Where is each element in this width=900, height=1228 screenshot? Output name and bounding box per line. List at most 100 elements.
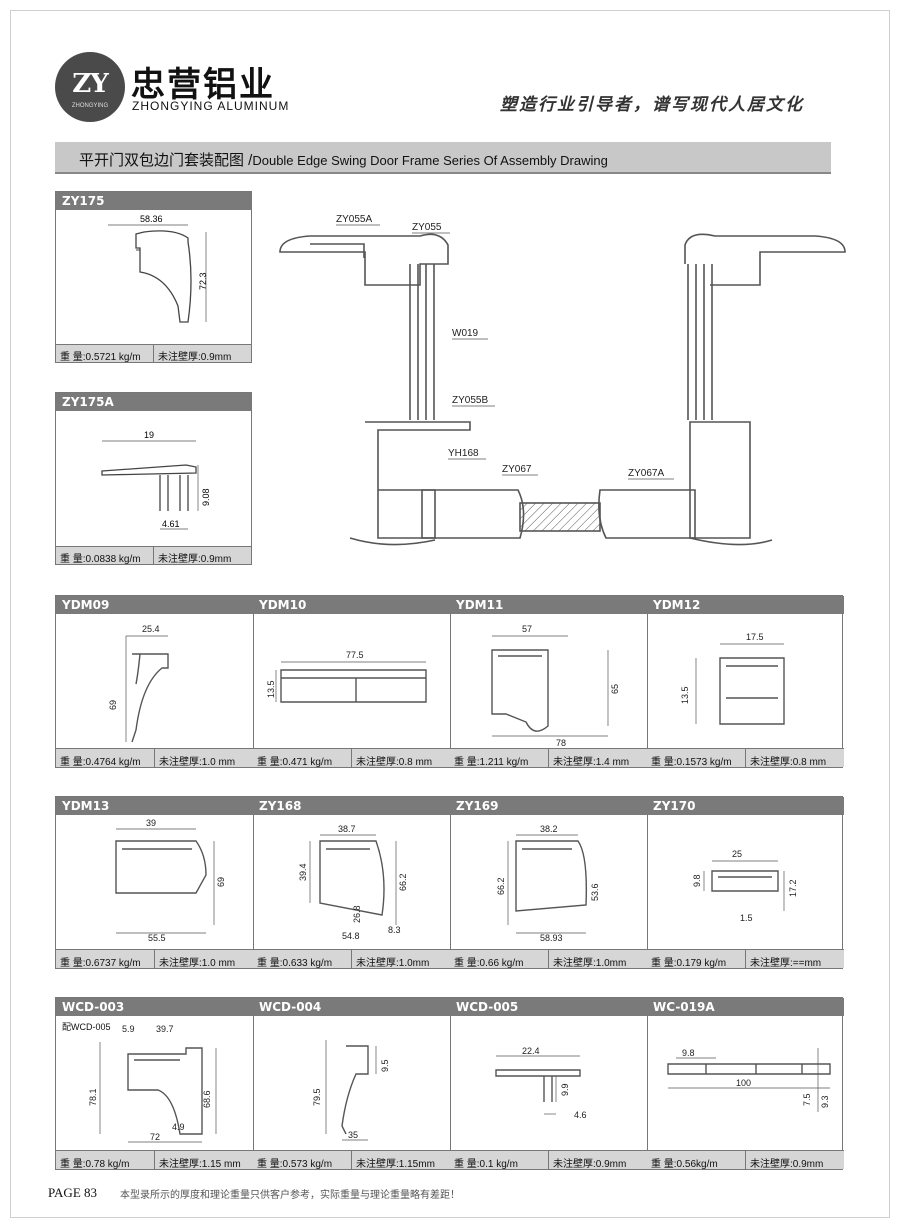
- dim-label: 4.6: [574, 1110, 587, 1120]
- dim-label: 4.61: [162, 519, 180, 529]
- page-title-bar: 平开门双包边门套装配图 /Double Edge Swing Door Fram…: [55, 142, 831, 174]
- dim-label: 13.5: [266, 680, 276, 698]
- dim-label: 54.8: [342, 931, 360, 941]
- dim-label: 17.2: [788, 879, 798, 897]
- dim-label: 39: [146, 818, 156, 828]
- assembly-label: YH168: [448, 448, 479, 459]
- assembly-label: ZY067: [502, 464, 532, 475]
- profile-code: YDM09: [56, 596, 253, 614]
- dim-label: 78: [556, 738, 566, 748]
- dim-label: 77.5: [346, 650, 364, 660]
- dim-label: 9.9: [560, 1083, 570, 1096]
- spec-footer: 重 量:0.5721 kg/m 未注壁厚:0.9mm: [56, 344, 251, 363]
- brand-name-en: ZHONGYING ALUMINUM: [132, 99, 290, 113]
- weight-spec: 重 量:0.66 kg/m: [454, 958, 524, 969]
- dim-label: 69: [216, 877, 226, 887]
- profile-drawing: 58.36 72.3: [108, 214, 208, 323]
- slogan: 塑造行业引导者，谱写现代人居文化: [500, 95, 804, 115]
- dim-label: 55.5: [148, 933, 166, 943]
- profile-code: ZY170: [647, 797, 844, 815]
- dim-label: 17.5: [746, 632, 764, 642]
- dim-label: 35: [348, 1130, 358, 1140]
- spec-footer: 重 量:0.0838 kg/m 未注壁厚:0.9mm: [56, 546, 251, 565]
- dim-label: 38.7: [338, 824, 356, 834]
- dim-label: 66.2: [398, 873, 408, 891]
- dim-label: 25: [732, 849, 742, 859]
- profile-code: YDM11: [450, 596, 647, 614]
- page-title-en: Double Edge Swing Door Frame Series Of A…: [252, 153, 608, 168]
- dim-label: 9.8: [692, 874, 702, 887]
- dim-label: 25.4: [142, 624, 160, 634]
- page-title: 平开门双包边门套装配图 /Double Edge Swing Door Fram…: [79, 149, 608, 170]
- dim-label: 13.5: [680, 686, 690, 704]
- profile-drawings: 25.4 69 77.5 13.5 57 65 78 17.5 13.5: [108, 624, 785, 748]
- dim-label: 57: [522, 624, 532, 634]
- page-number: PAGE 83: [48, 1185, 98, 1200]
- dim-label: 65: [610, 684, 620, 694]
- profile-card-zy175: ZY175 58.36 72.3 重 量:0.5721 kg/m 未注壁厚:0.…: [55, 191, 252, 363]
- thickness-spec: 未注壁厚:1.15 mm: [154, 1151, 253, 1170]
- thickness-spec: 未注壁厚:1.4 mm: [548, 749, 647, 768]
- profile-row-3: WCD-003 WCD-004 WCD-005 WC-019A 5.9 39.7…: [55, 997, 844, 1170]
- weight-spec: 重 量:0.4764 kg/m: [60, 757, 141, 768]
- assembly-label: ZY055B: [452, 395, 488, 406]
- dim-label: 69: [108, 700, 118, 710]
- logo-mark: ZY: [72, 69, 109, 99]
- cell-divider: [647, 998, 648, 1169]
- profile-code: WC-019A: [647, 998, 844, 1016]
- assembly-label: ZY055A: [336, 214, 372, 225]
- cell-divider: [647, 596, 648, 767]
- weight-spec: 重 量:0.633 kg/m: [257, 958, 333, 969]
- spec-footer: 重 量:1.211 kg/m 未注壁厚:1.4 mm: [450, 748, 647, 768]
- assembly-label: W019: [452, 328, 479, 339]
- cell-divider: [450, 797, 451, 968]
- cell-divider: [647, 797, 648, 968]
- profile-row-1: YDM09 YDM10 YDM11 YDM12 25.4 69 77.5 13.…: [55, 595, 844, 768]
- dim-label: 79.5: [312, 1088, 322, 1106]
- cell-divider: [253, 797, 254, 968]
- cell-divider: [253, 596, 254, 767]
- dim-label: 39.7: [156, 1024, 174, 1034]
- thickness-spec: 未注壁厚:0.9mm: [153, 547, 251, 565]
- profile-drawings: 5.9 39.7 78.1 68.6 4.9 72 79.5 9.5 35 22…: [88, 1024, 831, 1143]
- brand-logo: ZY ZHONGYING: [55, 52, 125, 122]
- mating-note: 配WCD-005: [62, 1022, 111, 1032]
- weight-spec: 重 量:1.211 kg/m: [454, 757, 529, 768]
- weight-spec: 重 量:0.1573 kg/m: [651, 757, 732, 768]
- spec-footer: 重 量:0.4764 kg/m 未注壁厚:1.0 mm: [56, 748, 253, 768]
- dim-label: 26.8: [352, 905, 362, 923]
- profile-code: YDM10: [253, 596, 450, 614]
- thickness-spec: 未注壁厚:1.0 mm: [154, 749, 253, 768]
- dim-label: 58.36: [140, 214, 163, 224]
- weight-spec: 重 量:0.6737 kg/m: [60, 958, 141, 969]
- dim-label: 7.5: [802, 1093, 812, 1106]
- dim-label: 66.2: [496, 877, 506, 895]
- dim-label: 9.5: [380, 1059, 390, 1072]
- profile-drawings: 39 69 55.5 38.7 39.4 66.2 26.8 54.8 8.3 …: [115, 818, 798, 943]
- thickness-spec: 未注壁厚:0.8 mm: [351, 749, 450, 768]
- dim-label: 9.8: [682, 1048, 695, 1058]
- dim-label: 39.4: [298, 863, 308, 881]
- profile-code: WCD-005: [450, 998, 647, 1016]
- thickness-spec: 未注壁厚:0.8 mm: [745, 749, 844, 768]
- dim-label: 38.2: [540, 824, 558, 834]
- profile-code: WCD-004: [253, 998, 450, 1016]
- profile-row-2: YDM13 ZY168 ZY169 ZY170 39 69 55.5 38.7 …: [55, 796, 844, 969]
- cell-divider: [450, 596, 451, 767]
- thickness-spec: 未注壁厚:1.0 mm: [154, 950, 253, 969]
- dim-label: 9.3: [820, 1095, 830, 1108]
- spec-footer: 重 量:0.6737 kg/m 未注壁厚:1.0 mm: [56, 949, 253, 969]
- dim-label: 72: [150, 1132, 160, 1142]
- dim-label: 4.9: [172, 1122, 185, 1132]
- dim-label: 8.3: [388, 925, 401, 935]
- thickness-spec: 未注壁厚:0.9mm: [153, 345, 251, 363]
- dim-label: 5.9: [122, 1024, 135, 1034]
- profile-code: WCD-003: [56, 998, 253, 1016]
- profile-code: YDM12: [647, 596, 844, 614]
- page-frame: [10, 10, 890, 1218]
- dim-label: 72.3: [198, 272, 208, 290]
